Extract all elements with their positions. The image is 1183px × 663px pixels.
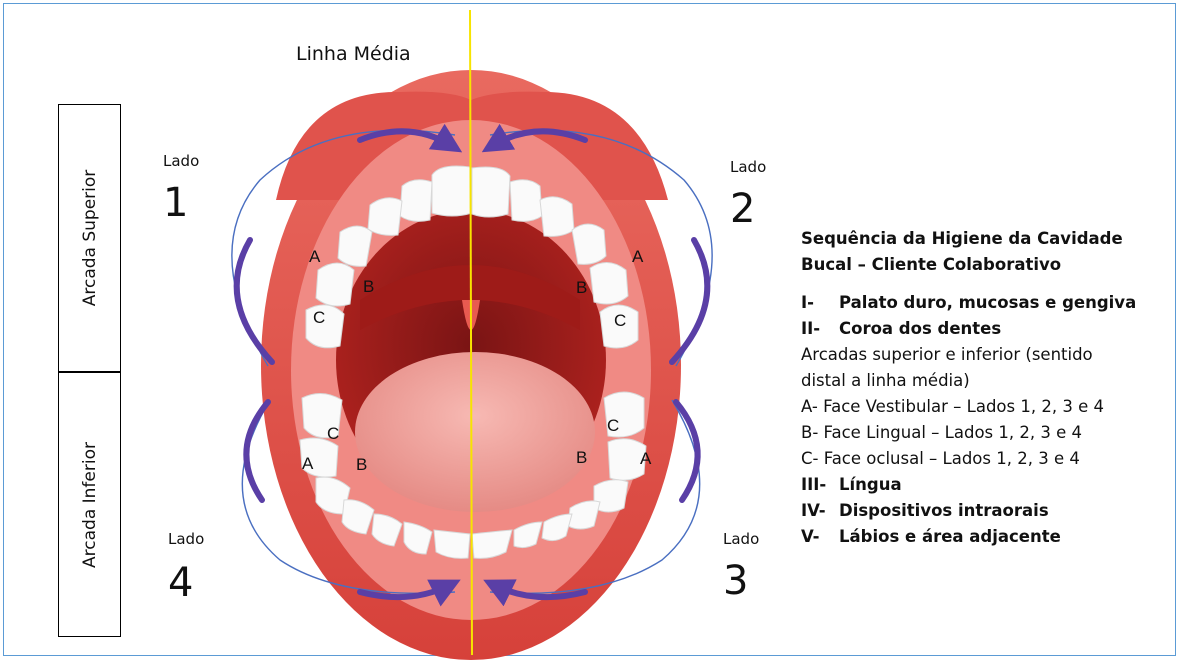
legend-item: Arcadas superior e inferior (sentido xyxy=(801,342,1136,368)
lado-3-number: 3 xyxy=(723,558,748,604)
legend-item: C- Face oclusal – Lados 1, 2, 3 e 4 xyxy=(801,446,1136,472)
legend-item: II-Coroa dos dentes xyxy=(801,316,1136,342)
letter-c-lower-right: C xyxy=(607,416,619,435)
letter-b-lower-right: B xyxy=(576,448,587,467)
letter-a-lower-left: A xyxy=(302,454,314,473)
lado-4-word: Lado xyxy=(168,530,204,548)
lado-1-number: 1 xyxy=(163,180,188,226)
letter-b-upper-right: B xyxy=(576,278,587,297)
tongue xyxy=(355,352,595,512)
letter-a-upper-right: A xyxy=(632,247,644,266)
letter-c-upper-right: C xyxy=(614,311,626,330)
letter-a-upper-left: A xyxy=(309,247,321,266)
legend-item: IV-Dispositivos intraorais xyxy=(801,498,1136,524)
hygiene-sequence-legend: Sequência da Higiene da Cavidade Bucal –… xyxy=(801,226,1136,550)
legend-item: V-Lábios e área adjacente xyxy=(801,524,1136,550)
legend-item: I-Palato duro, mucosas e gengiva xyxy=(801,290,1136,316)
midline-label: Linha Média xyxy=(296,43,411,65)
lado-2-number: 2 xyxy=(730,186,755,232)
legend-item: B- Face Lingual – Lados 1, 2, 3 e 4 xyxy=(801,420,1136,446)
legend-title-line-1: Sequência da Higiene da Cavidade xyxy=(801,226,1136,252)
letter-c-upper-left: C xyxy=(313,308,325,327)
lado-1-word: Lado xyxy=(163,152,199,170)
lado-3-word: Lado xyxy=(723,530,759,548)
letter-a-lower-right: A xyxy=(640,449,652,468)
letter-b-lower-left: B xyxy=(356,455,367,474)
legend-title-line-2: Bucal – Cliente Colaborativo xyxy=(801,252,1136,278)
lado-4-number: 4 xyxy=(168,560,193,606)
legend-item: distal a linha média) xyxy=(801,368,1136,394)
lado-2-word: Lado xyxy=(730,158,766,176)
legend-item: A- Face Vestibular – Lados 1, 2, 3 e 4 xyxy=(801,394,1136,420)
letter-b-upper-left: B xyxy=(363,277,374,296)
letter-c-lower-left: C xyxy=(327,424,339,443)
legend-item: III-Língua xyxy=(801,472,1136,498)
